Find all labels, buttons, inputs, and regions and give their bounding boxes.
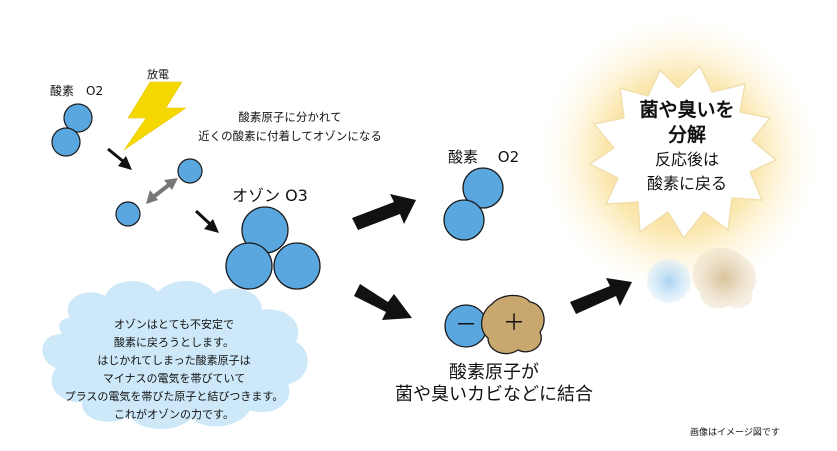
decomp-sub-line-2: 酸素に戻る: [646, 174, 727, 193]
split-line-2: 近くの酸素に付着してオゾンになる: [198, 129, 382, 143]
oxygen-left-label: 酸素 O2: [50, 84, 104, 98]
bond-line-1: 酸素原子が: [449, 362, 539, 383]
bond-description: 酸素原子が 菌や臭いカビなどに結合: [394, 362, 594, 406]
oxygen-molecule-left: [51, 103, 93, 157]
ozone-label: オゾン O3: [232, 186, 308, 205]
arrow-icon: [194, 209, 219, 233]
cloud-explanation: オゾンはとても不安定で 酸素に戻ろうとします。 はじかれてしまった酸素原子は マ…: [44, 316, 304, 424]
image-note: 画像はイメージ図です: [690, 428, 780, 438]
cloud-line: これがオゾンの力です。: [114, 408, 234, 421]
lightning-icon: [123, 81, 187, 151]
bond-line-2: 菌や臭いカビなどに結合: [395, 384, 593, 405]
decomp-title-line-1: 菌や臭いを: [639, 99, 735, 121]
oxygen-molecule-right: [443, 167, 504, 241]
cloud-shape: [42, 280, 308, 430]
split-atoms: [115, 158, 203, 227]
split-description: 酸素原子に分かれて 近くの酸素に付着してオゾンになる: [170, 108, 410, 146]
decomposition-text: 菌や臭いを 分解 反応後は 酸素に戻る: [612, 98, 762, 196]
arrow-icon: [570, 278, 632, 314]
arrow-icon: [354, 284, 412, 320]
split-line-1: 酸素原子に分かれて: [238, 110, 342, 124]
bacteria-icon: [481, 294, 545, 355]
cloud-line: プラスの電気を帯びた原子と結びつきます。: [64, 390, 284, 403]
burst-icon: [540, 15, 820, 295]
plus-sign: ＋: [503, 311, 526, 336]
double-arrow-icon: [146, 178, 178, 204]
oxygen-right-label: 酸素 O2: [448, 148, 520, 166]
discharge-label: 放電: [147, 68, 169, 81]
cloud-line: 酸素に戻ろうとします。: [114, 336, 234, 349]
arrow-icon: [107, 147, 132, 170]
ozone-molecule: [225, 206, 321, 290]
minus-sign: －: [455, 313, 478, 338]
decomp-sub-line-1: 反応後は: [654, 150, 719, 169]
decomp-title-line-2: 分解: [667, 124, 706, 146]
faded-bacteria-icon: [692, 247, 757, 309]
cloud-line: マイナスの電気を帯びていて: [102, 372, 246, 385]
arrow-icon: [352, 194, 416, 230]
cloud-line: はじかれてしまった酸素原子は: [97, 354, 251, 367]
cloud-line: オゾンはとても不安定で: [113, 318, 235, 331]
faded-atom-icon: [647, 259, 691, 303]
